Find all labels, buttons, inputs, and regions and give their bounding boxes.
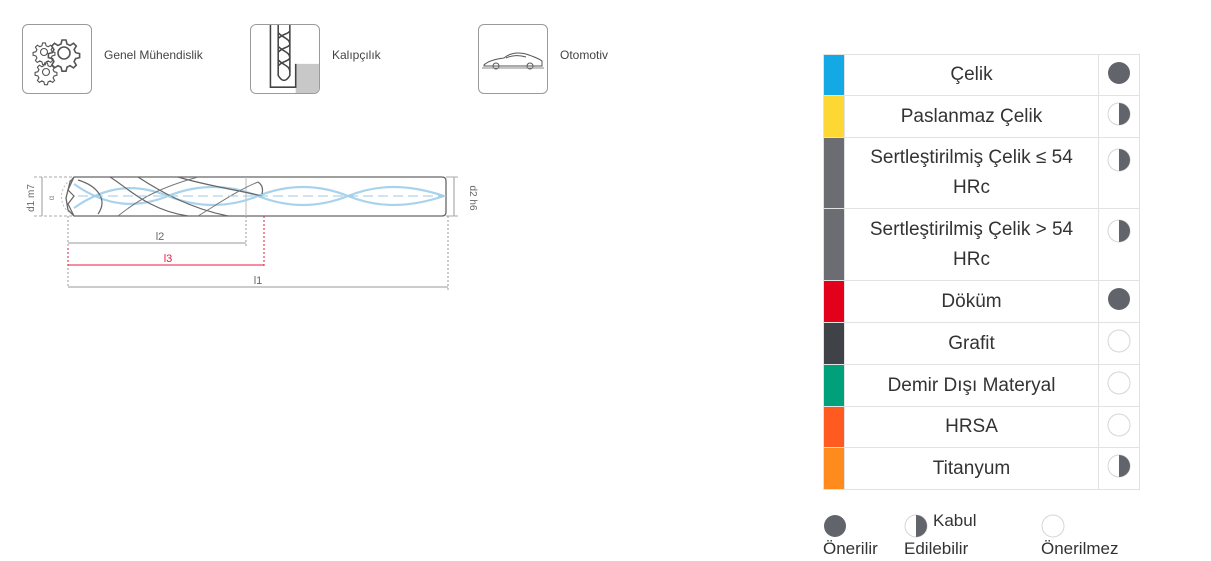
material-rating xyxy=(1098,280,1140,323)
car-icon xyxy=(478,24,548,94)
material-row: Grafit xyxy=(823,322,1140,365)
not-recommended-icon xyxy=(1041,514,1065,538)
rating-full-icon xyxy=(1108,61,1130,84)
rating-empty-icon xyxy=(1107,413,1131,436)
material-name: Titanyum xyxy=(844,447,1099,490)
material-rating xyxy=(1098,322,1140,365)
drill-technical-drawing: d1 m7 α d2 h6 l2 l3 l1 xyxy=(26,176,478,290)
material-name: Grafit xyxy=(844,322,1099,365)
material-name: Sertleştirilmiş Çelik > 54 HRc xyxy=(844,208,1099,281)
material-rating xyxy=(1098,208,1140,281)
industry-mold-making[interactable]: Kalıpçılık xyxy=(250,24,381,94)
material-name: Paslanmaz Çelik xyxy=(844,95,1099,138)
material-color-swatch xyxy=(823,364,845,407)
l1-label: l1 xyxy=(254,275,263,287)
legend-acceptable-line2: Edilebilir xyxy=(904,539,969,558)
rating-half-icon xyxy=(1107,148,1131,172)
rating-empty-icon xyxy=(1107,371,1131,395)
industry-label: Genel Mühendislik xyxy=(104,48,203,62)
mold-drill-icon xyxy=(250,24,320,94)
rating-empty-icon xyxy=(1107,329,1131,353)
industry-general-engineering[interactable]: Genel Mühendislik xyxy=(22,24,203,94)
industry-automotive[interactable]: Otomotiv xyxy=(478,24,608,94)
material-name: Sertleştirilmiş Çelik ≤ 54 HRc xyxy=(844,137,1099,209)
material-row: Paslanmaz Çelik xyxy=(823,95,1140,138)
rating-half-icon xyxy=(1107,454,1131,478)
material-color-swatch xyxy=(823,447,845,490)
material-rating xyxy=(1098,406,1140,448)
material-row: Döküm xyxy=(823,280,1140,323)
material-name: Demir Dışı Materyal xyxy=(844,364,1099,407)
industry-label: Otomotiv xyxy=(560,48,609,62)
industry-label: Kalıpçılık xyxy=(332,48,381,62)
material-color-swatch xyxy=(823,280,845,323)
legend-acceptable-line1: Kabul xyxy=(933,511,977,530)
material-row: HRSA xyxy=(823,406,1140,448)
material-name: Döküm xyxy=(844,280,1099,323)
recommended-icon xyxy=(824,515,846,537)
d2-label: d2 h6 xyxy=(467,185,478,210)
legend-not-recommended: Önerilmez xyxy=(1041,539,1119,558)
material-color-swatch xyxy=(823,406,845,448)
material-name: HRSA xyxy=(844,406,1099,448)
gears-icon xyxy=(22,24,92,94)
rating-full-icon xyxy=(1108,288,1130,310)
l3-label: l3 xyxy=(164,253,173,265)
material-row: Sertleştirilmiş Çelik > 54 HRc xyxy=(823,208,1140,281)
rating-half-icon xyxy=(1107,219,1131,243)
l2-label: l2 xyxy=(156,231,165,243)
acceptable-icon xyxy=(904,514,928,538)
alpha-label: α xyxy=(47,195,56,200)
material-color-swatch xyxy=(823,322,845,365)
material-rating xyxy=(1098,447,1140,490)
legend-recommended: Önerilir xyxy=(823,539,878,558)
material-row: Sertleştirilmiş Çelik ≤ 54 HRc xyxy=(823,137,1140,209)
material-row: Titanyum xyxy=(823,447,1140,490)
d1-label: d1 m7 xyxy=(26,184,37,212)
material-color-swatch xyxy=(823,54,845,96)
material-color-swatch xyxy=(823,137,845,209)
material-color-swatch xyxy=(823,208,845,281)
material-row: Çelik xyxy=(823,54,1140,96)
material-row: Demir Dışı Materyal xyxy=(823,364,1140,407)
material-rating xyxy=(1098,364,1140,407)
material-name: Çelik xyxy=(844,54,1099,96)
rating-half-icon xyxy=(1107,102,1131,126)
material-rating xyxy=(1098,54,1140,96)
material-color-swatch xyxy=(823,95,845,138)
material-rating xyxy=(1098,137,1140,209)
material-rating xyxy=(1098,95,1140,138)
